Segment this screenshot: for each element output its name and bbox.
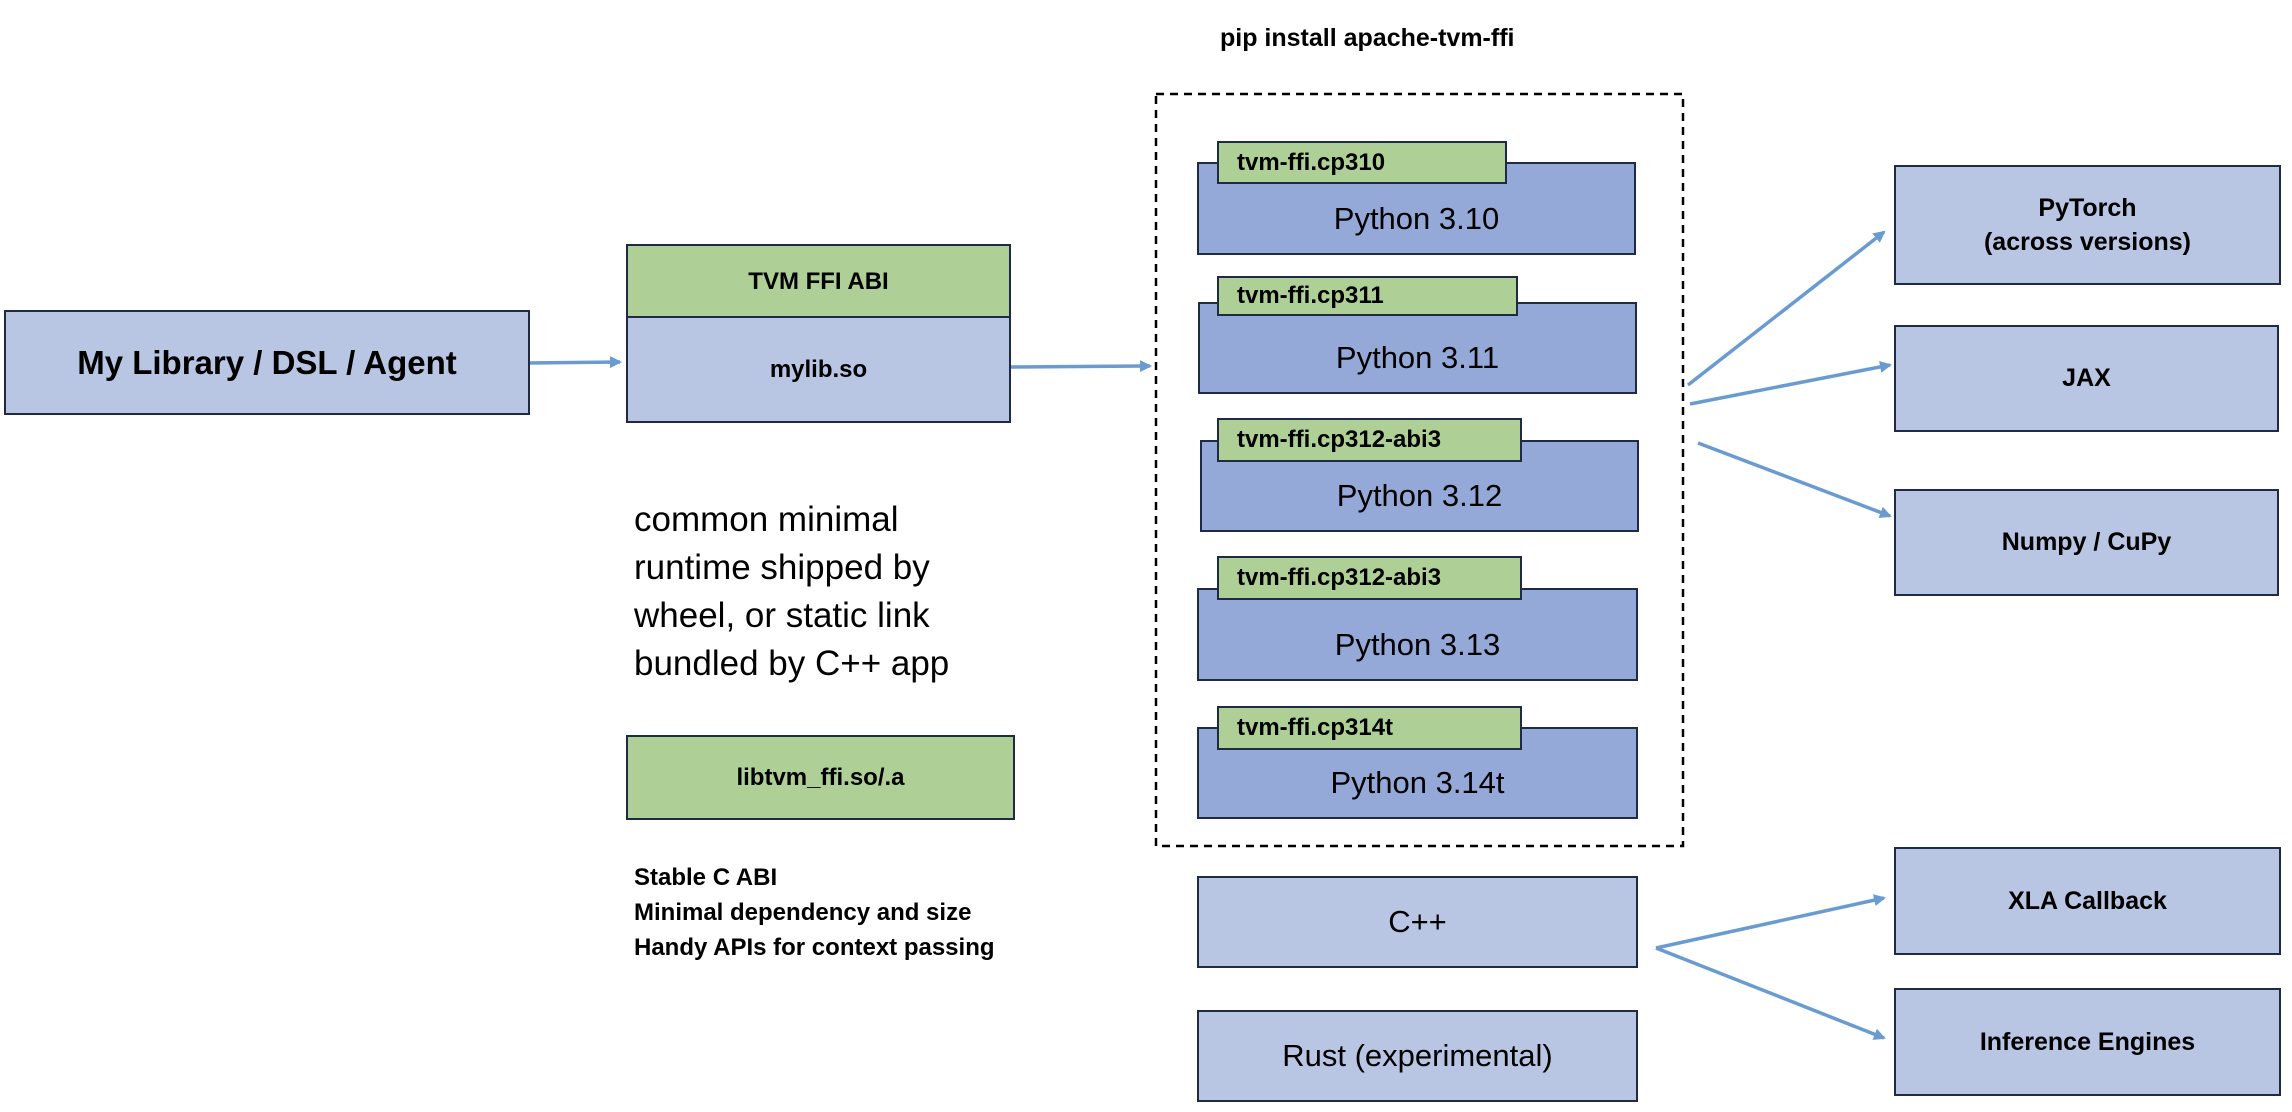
arrow-wheels-to-pytorch <box>1686 230 1886 387</box>
pytorch-sublabel: (across versions) <box>1983 228 2192 256</box>
wheel-tag-cp312-abi3: tvm-ffi.cp312-abi3 <box>1217 418 1522 462</box>
pip-install-label: pip install apache-tvm-ffi <box>1220 24 1515 52</box>
arrow-wheels-to-jax <box>1689 361 1892 406</box>
runtime-description-line: wheel, or static link <box>634 596 930 635</box>
runtime-description-line: common minimal <box>634 500 899 539</box>
numpy-cupy-label: Numpy / CuPy <box>2001 528 2172 556</box>
runtime-description-line: runtime shipped by <box>634 548 930 587</box>
tvm-ffi-abi-label: TVM FFI ABI <box>748 267 889 295</box>
python-version-label: Python 3.11 <box>1335 340 1500 375</box>
wheel-tag-cp310: tvm-ffi.cp310 <box>1217 141 1507 184</box>
wheel-tag-cp312-abi3: tvm-ffi.cp312-abi3 <box>1217 556 1522 600</box>
runtime-features: Stable C ABI Minimal dependency and size… <box>634 860 995 965</box>
python-version-label: Python 3.13 <box>1334 627 1501 662</box>
mylib-so-label: mylib.so <box>769 355 868 383</box>
arrow-cpp-to-inference <box>1655 946 1886 1040</box>
libtvm-ffi-box: libtvm_ffi.so/.a <box>626 735 1015 820</box>
runtime-description-line: bundled by C++ app <box>634 644 950 683</box>
python-version-label: Python 3.10 <box>1333 201 1500 236</box>
python-version-label: Python 3.14t <box>1330 765 1505 800</box>
arrow-source-to-library <box>526 356 622 369</box>
feature-item: Handy APIs for context passing <box>634 934 995 961</box>
arrow-cpp-to-xla <box>1655 894 1886 950</box>
numpy-cupy-box: Numpy / CuPy <box>1894 489 2279 596</box>
inference-engines-label: Inference Engines <box>1979 1027 2196 1056</box>
arrow-library-to-wheels <box>1009 360 1152 373</box>
feature-item: Stable C ABI <box>634 864 778 891</box>
my-library-box: My Library / DSL / Agent <box>4 310 530 415</box>
inference-engines-box: Inference Engines <box>1894 988 2281 1096</box>
rust-label: Rust (experimental) <box>1282 1038 1553 1073</box>
pytorch-box: PyTorch (across versions) <box>1894 165 2281 285</box>
rust-box: Rust (experimental) <box>1197 1010 1638 1102</box>
xla-callback-label: XLA Callback <box>2008 886 2167 915</box>
tvm-ffi-abi-box: TVM FFI ABI <box>626 244 1011 319</box>
cpp-box: C++ <box>1197 876 1638 968</box>
my-library-label: My Library / DSL / Agent <box>77 343 457 381</box>
jax-box: JAX <box>1894 325 2279 432</box>
pip-wheel-group-border <box>1154 92 1685 848</box>
python-version-label: Python 3.12 <box>1336 478 1503 513</box>
wheel-tag-cp314t: tvm-ffi.cp314t <box>1217 706 1522 750</box>
libtvm-ffi-label: libtvm_ffi.so/.a <box>736 763 905 791</box>
cpp-label: C++ <box>1388 904 1447 939</box>
runtime-description: common minimal runtime shipped by wheel,… <box>634 496 949 688</box>
feature-item: Minimal dependency and size <box>634 899 972 926</box>
mylib-so-box: mylib.so <box>626 316 1011 423</box>
python-3-13-box: Python 3.13 <box>1197 588 1638 681</box>
wheel-tag-cp311: tvm-ffi.cp311 <box>1217 276 1518 316</box>
jax-label: JAX <box>2062 364 2111 392</box>
arrow-wheels-to-numpy <box>1697 441 1892 519</box>
pytorch-label: PyTorch <box>2038 194 2137 222</box>
xla-callback-box: XLA Callback <box>1894 847 2281 955</box>
